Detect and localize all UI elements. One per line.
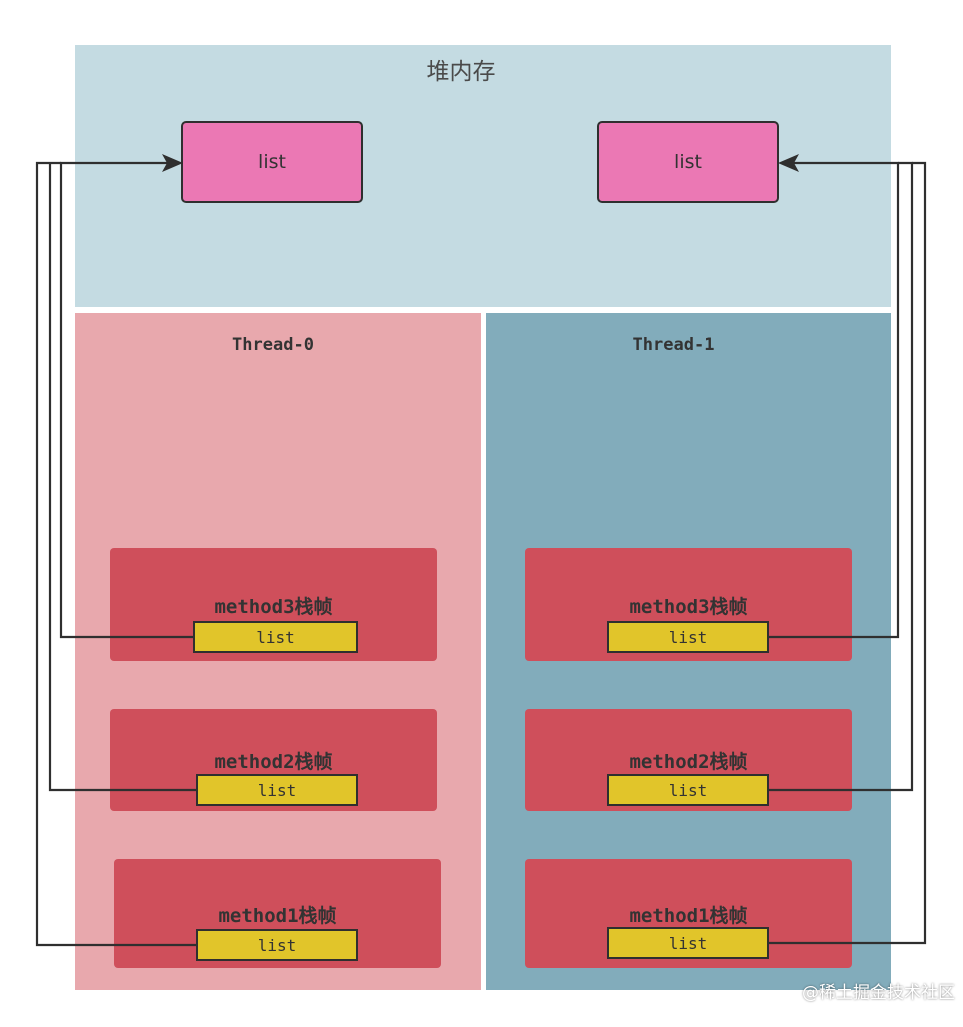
thread-1-title: Thread-1 [632,335,715,355]
thread-0-method1-reference-line [35,161,196,947]
heap-title: 堆内存 [426,59,496,85]
thread-0-method3-reference-line [59,161,193,639]
thread-1-method2-reference-line [769,161,914,792]
thread-1-method2-list-var: list [607,774,769,806]
arrowhead-left-icon [162,154,183,172]
thread-0-method3-list-var: list [193,621,358,653]
thread-1-method2-label: method2栈帧 [629,751,748,773]
thread-0-method2-label: method2栈帧 [214,751,333,773]
thread-0-title: Thread-0 [232,335,314,355]
thread-0-method1-list-var: list [196,929,358,961]
thread-0-method2-list-var: list [196,774,358,806]
thread-1-method3-reference-line [769,161,900,639]
thread-0-method1-label: method1栈帧 [218,905,337,927]
thread-1-method1-reference-line [769,161,927,945]
thread-1-method1-label: method1栈帧 [629,905,748,927]
watermark: @稀土掘金技术社区 [802,983,955,1003]
thread-1-method3-label: method3栈帧 [629,596,748,618]
arrowhead-right-icon [778,154,799,172]
thread-1-method1-list-var: list [607,927,769,959]
thread-1-method3-list-var: list [607,621,769,653]
heap-list-object-right: list [597,121,779,203]
thread-0-method2-reference-line [48,163,196,792]
heap-list-object-left: list [181,121,363,203]
thread-0-method3-label: method3栈帧 [214,596,333,618]
